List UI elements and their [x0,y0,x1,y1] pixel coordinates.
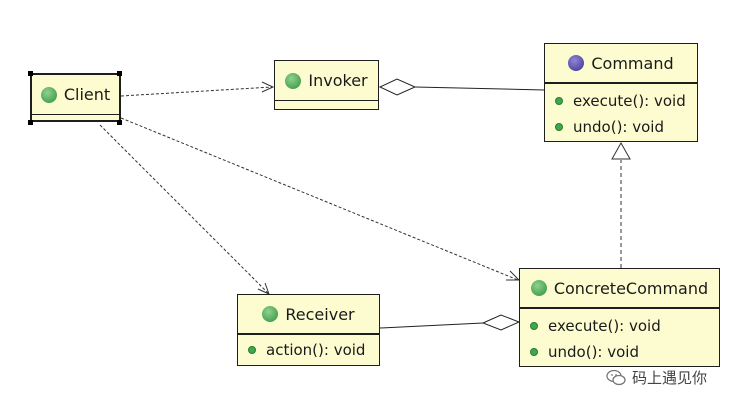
class-icon [285,72,302,89]
class-icon [40,86,57,103]
method-label: action(): void [266,341,366,359]
selection-handle[interactable] [28,120,33,125]
method-execute: execute(): void [520,313,719,339]
class-receiver[interactable]: Receiver action(): void [237,294,380,366]
method-label: undo(): void [548,343,639,361]
method-execute: execute(): void [545,88,697,114]
dependency-client-receiver [99,124,269,294]
class-concrete-command-header: ConcreteCommand [520,269,719,309]
interface-command-name: Command [591,53,674,73]
wechat-icon [606,369,626,387]
realization-triangle [611,141,631,160]
dependency-client-invoker [120,86,273,97]
class-concrete-command-name: ConcreteCommand [553,278,709,298]
method-label: execute(): void [573,92,686,110]
class-concrete-command[interactable]: ConcreteCommand execute(): void undo(): … [519,268,720,367]
class-icon [530,280,547,296]
public-method-icon [248,346,256,354]
aggregation-receiver-concretecommand [379,322,484,329]
class-icon [262,306,279,322]
aggregation-diamond-concretecommand [481,314,521,331]
watermark-text: 码上遇见你 [632,369,708,387]
public-method-icon [555,97,563,105]
class-client-header: Client [32,75,119,115]
dependency-client-concretecommand [120,117,519,281]
class-receiver-header: Receiver [238,295,379,335]
public-method-icon [530,348,538,356]
class-receiver-name: Receiver [285,304,355,324]
method-undo: undo(): void [545,114,697,140]
watermark: 码上遇见你 [606,367,707,388]
class-invoker[interactable]: Invoker [274,60,379,110]
selection-handle[interactable] [28,71,33,76]
method-undo: undo(): void [520,339,719,365]
aggregation-invoker-command [414,86,545,91]
class-invoker-name: Invoker [308,71,368,90]
interface-icon [568,55,585,71]
class-invoker-header: Invoker [275,61,378,101]
interface-command[interactable]: Command execute(): void undo(): void [544,43,698,142]
class-client[interactable]: Client [30,73,121,122]
public-method-icon [555,123,563,131]
interface-command-header: Command [545,44,697,84]
method-label: execute(): void [548,317,661,335]
method-label: undo(): void [573,118,664,136]
method-action: action(): void [238,337,379,363]
class-client-name: Client [63,85,111,104]
selection-handle[interactable] [117,71,122,76]
selection-handle[interactable] [117,120,122,125]
public-method-icon [530,322,538,330]
aggregation-diamond-invoker [378,78,417,96]
arrowhead-invoker [261,81,275,93]
